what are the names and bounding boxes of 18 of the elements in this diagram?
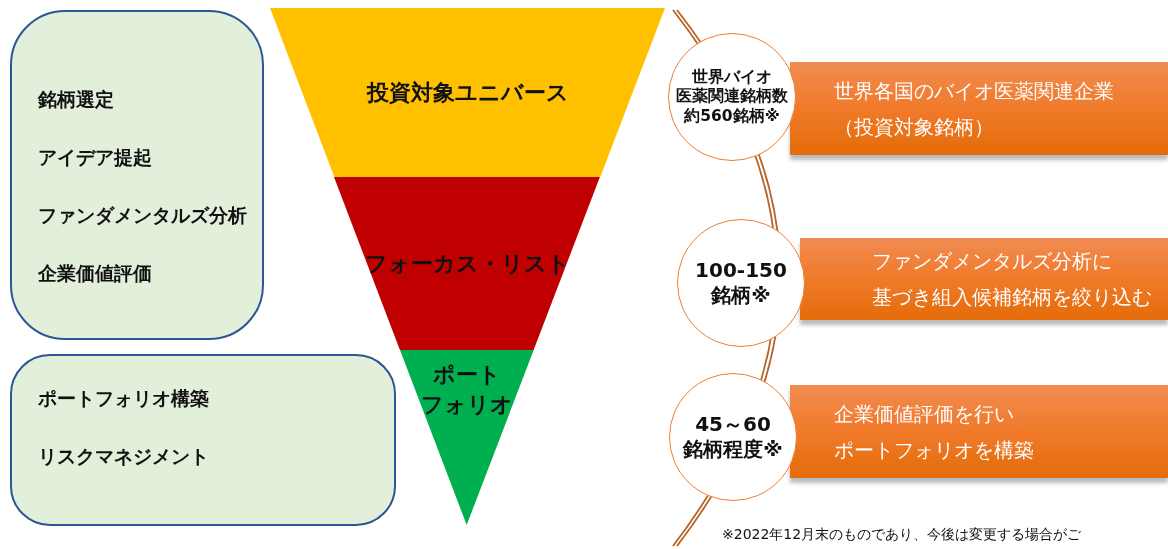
banner-bar: ファンダメンタルズ分析に基づき組入候補銘柄を絞り込む	[800, 238, 1168, 320]
footnote: ※2022年12月末のものであり、今後は変更する場合がご	[722, 526, 1082, 544]
list-item: リスクマネジメント	[38, 444, 209, 469]
circle-badge: 世界バイオ医薬関連銘柄数約560銘柄※	[668, 33, 796, 161]
list-item: ポートフォリオ構築	[38, 386, 209, 411]
funnel-segment: ポートフォリオ	[400, 350, 534, 525]
funnel-segment: 投資対象ユニバース	[270, 8, 665, 177]
list-item: 企業価値評価	[38, 261, 152, 286]
list-item: アイデア提起	[38, 145, 152, 170]
circle-badge: 45～60銘柄程度※	[669, 373, 797, 501]
circle-badge: 100-150銘柄※	[677, 219, 805, 347]
funnel-segment: フォーカス・リスト	[334, 177, 601, 350]
list-item: 銘柄選定	[38, 87, 114, 112]
rounded-panel	[10, 354, 396, 526]
banner-bar: 世界各国のバイオ医薬関連企業（投資対象銘柄）	[790, 62, 1168, 155]
list-item: ファンダメンタルズ分析	[38, 203, 247, 228]
rounded-panel	[10, 10, 264, 340]
banner-bar: 企業価値評価を行いポートフォリオを構築	[790, 385, 1168, 478]
